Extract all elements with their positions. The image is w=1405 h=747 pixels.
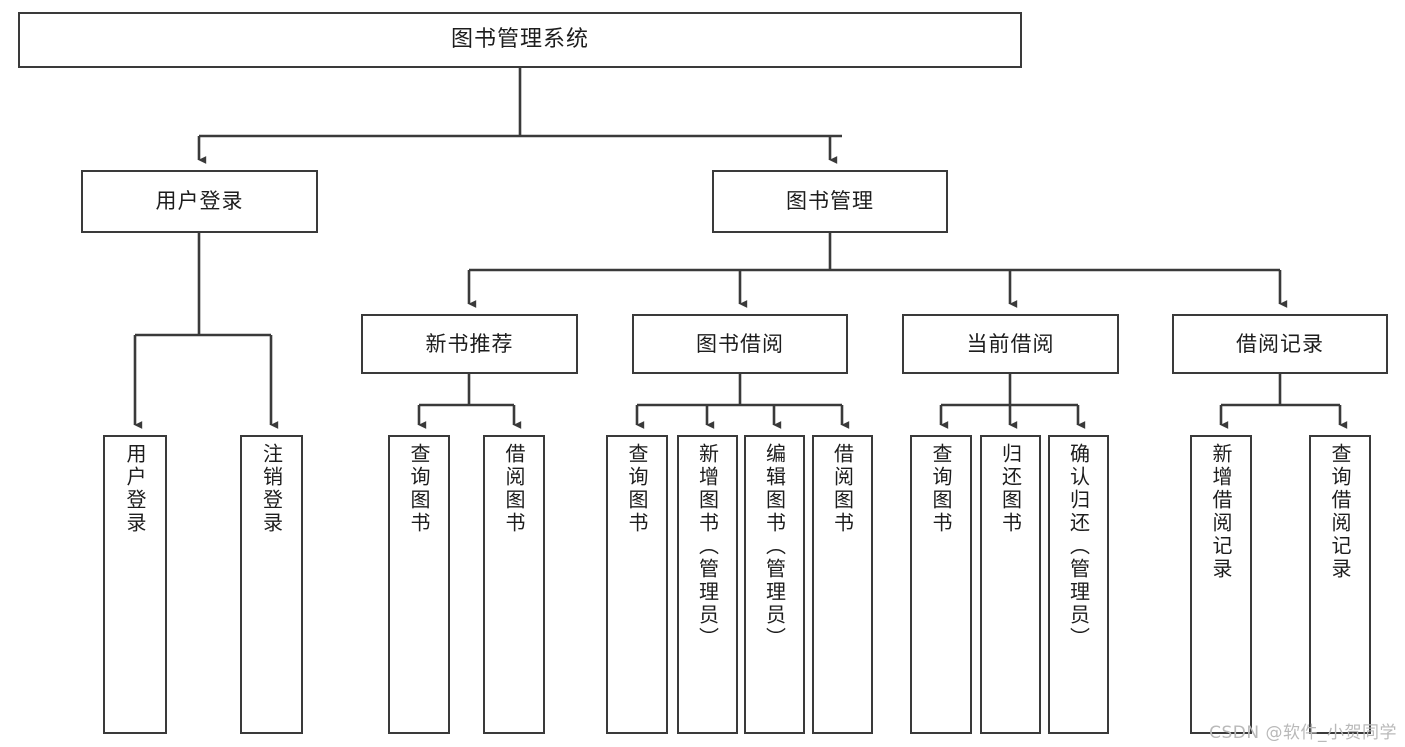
node-leaf-confirm-return-label: 确认归还（管理员） (1066, 443, 1091, 650)
node-borrow-record-label: 借阅记录 (1236, 331, 1324, 356)
node-leaf-query-book-1[interactable]: 查询图书 (388, 435, 450, 734)
node-leaf-query-record[interactable]: 查询借阅记录 (1309, 435, 1371, 734)
node-leaf-edit-book[interactable]: 编辑图书（管理员） (744, 435, 805, 734)
node-leaf-return-book-label: 归还图书 (998, 443, 1023, 535)
node-leaf-borrow-book-2[interactable]: 借阅图书 (812, 435, 873, 734)
node-leaf-add-book[interactable]: 新增图书（管理员） (677, 435, 738, 734)
node-leaf-query-book-2-label: 查询图书 (625, 443, 649, 535)
node-book-management[interactable]: 图书管理 (712, 170, 948, 233)
node-leaf-confirm-return[interactable]: 确认归还（管理员） (1048, 435, 1109, 734)
node-leaf-query-book-2[interactable]: 查询图书 (606, 435, 668, 734)
node-leaf-borrow-book-1[interactable]: 借阅图书 (483, 435, 545, 734)
node-root[interactable]: 图书管理系统 (18, 12, 1022, 68)
node-book-borrow[interactable]: 图书借阅 (632, 314, 848, 374)
node-borrow-record[interactable]: 借阅记录 (1172, 314, 1388, 374)
node-leaf-query-record-label: 查询借阅记录 (1328, 443, 1352, 581)
node-new-book-recommend[interactable]: 新书推荐 (361, 314, 578, 374)
node-new-book-recommend-label: 新书推荐 (425, 331, 514, 356)
node-leaf-query-book-1-label: 查询图书 (407, 443, 431, 535)
node-leaf-user-logout[interactable]: 注销登录 (240, 435, 303, 734)
node-leaf-user-login[interactable]: 用户登录 (103, 435, 167, 734)
node-book-management-label: 图书管理 (786, 189, 874, 214)
csdn-watermark: CSDN @软件_小贺同学 (1209, 723, 1397, 743)
node-leaf-user-logout-label: 注销登录 (259, 443, 284, 535)
node-leaf-query-book-3-label: 查询图书 (929, 443, 953, 535)
node-leaf-user-login-label: 用户登录 (123, 443, 147, 535)
node-user-login[interactable]: 用户登录 (81, 170, 318, 233)
node-leaf-edit-book-label: 编辑图书（管理员） (762, 443, 787, 650)
node-leaf-return-book[interactable]: 归还图书 (980, 435, 1041, 734)
node-current-borrow-label: 当前借阅 (966, 331, 1055, 356)
node-leaf-borrow-book-1-label: 借阅图书 (502, 443, 526, 535)
node-user-login-label: 用户登录 (155, 189, 244, 214)
node-current-borrow[interactable]: 当前借阅 (902, 314, 1119, 374)
node-book-borrow-label: 图书借阅 (696, 331, 784, 356)
node-leaf-query-book-3[interactable]: 查询图书 (910, 435, 972, 734)
node-leaf-add-record-label: 新增借阅记录 (1209, 443, 1233, 581)
node-leaf-add-record[interactable]: 新增借阅记录 (1190, 435, 1252, 734)
node-root-label: 图书管理系统 (450, 27, 589, 53)
node-leaf-add-book-label: 新增图书（管理员） (695, 443, 720, 650)
node-leaf-borrow-book-2-label: 借阅图书 (830, 443, 855, 535)
